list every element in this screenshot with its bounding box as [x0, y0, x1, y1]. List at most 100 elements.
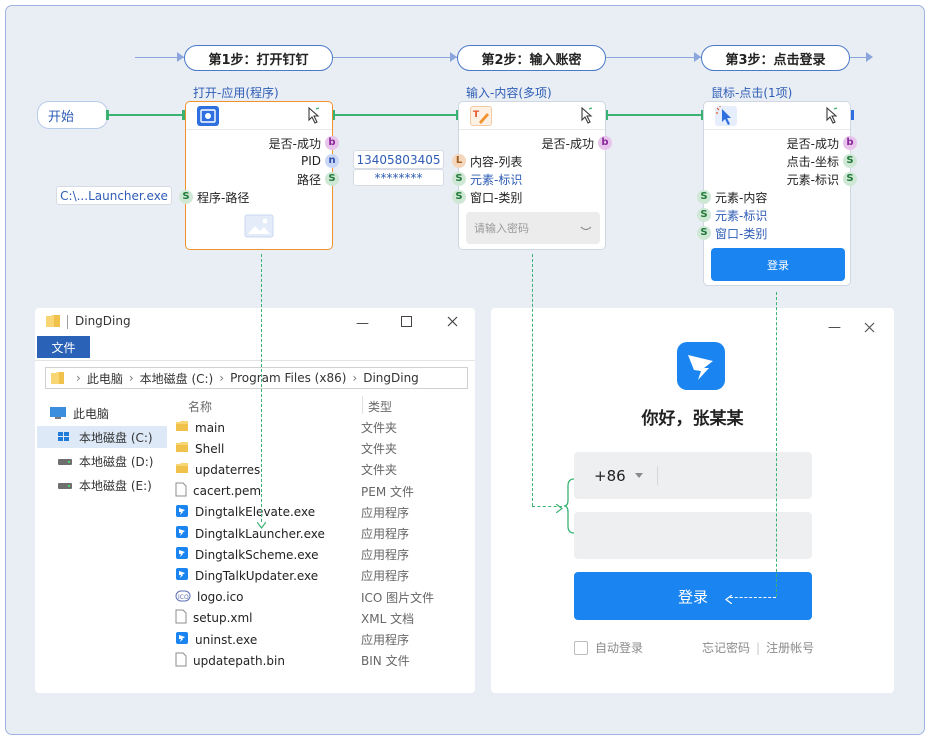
- guide-arrow-icon: [555, 502, 563, 516]
- country-code-select[interactable]: +86: [594, 452, 643, 499]
- file-name-cell: updatepath.bin: [175, 652, 361, 670]
- cursor-icon[interactable]: [824, 106, 840, 127]
- file-name: updatepath.bin: [193, 653, 285, 668]
- file-row[interactable]: updatepath.bin BIN 文件: [175, 650, 465, 671]
- file-name: cacert.pem: [193, 484, 262, 499]
- eye-closed-icon: [580, 222, 592, 235]
- column-header-name[interactable]: 名称: [188, 400, 213, 414]
- node-open-app-caption: 打开-应用(程序): [193, 86, 279, 100]
- password-value-tag[interactable]: ********: [353, 169, 444, 186]
- port-label: 点击-坐标: [786, 154, 839, 169]
- greeting-title: 你好，张某某: [641, 409, 744, 429]
- cursor-icon[interactable]: [579, 106, 595, 127]
- guide-line: [730, 597, 776, 598]
- connector-cap: [182, 110, 185, 120]
- tree-item-drive-d[interactable]: 本地磁盘 (D:): [37, 450, 167, 472]
- breadcrumb-item[interactable]: DingDing: [363, 371, 419, 385]
- image-placeholder-icon: [244, 214, 274, 241]
- launcher-path-tag[interactable]: C:\...Launcher.exe: [56, 186, 172, 205]
- file-menu-tab[interactable]: 文件: [37, 336, 90, 358]
- column-header-type[interactable]: 类型: [368, 400, 393, 414]
- file-row[interactable]: DingTalkUpdater.exe 应用程序: [175, 565, 465, 586]
- file-explorer-window[interactable]: DingDing — 文件 › 此电脑 › 本地磁盘 (C:) › Progra…: [35, 308, 475, 693]
- step-3-pill[interactable]: 第3步：点击登录: [701, 45, 850, 71]
- guide-line: [532, 506, 562, 507]
- file-type: 应用程序: [361, 505, 410, 520]
- breadcrumb-item[interactable]: Program Files (x86): [230, 371, 347, 385]
- file-type: 应用程序: [361, 569, 410, 584]
- file-name-cell: DingtalkElevate.exe: [175, 504, 361, 521]
- edit-text-icon: T: [470, 106, 492, 126]
- breadcrumb-item[interactable]: 本地磁盘 (C:): [139, 371, 214, 386]
- tree-item-drive-c[interactable]: 本地磁盘 (C:): [37, 426, 167, 448]
- svg-text:T: T: [473, 110, 480, 120]
- file-name-cell: updaterres: [175, 461, 361, 478]
- step-arrowhead: [694, 52, 701, 62]
- guide-arrow-icon: [725, 593, 733, 607]
- step-1-pill[interactable]: 第1步：打开钉钉: [184, 45, 333, 71]
- port-label: 是否-成功: [268, 136, 321, 151]
- auto-login-option[interactable]: 自动登录: [574, 639, 643, 656]
- badge-string: S: [452, 172, 466, 186]
- file-name: DingTalkUpdater.exe: [195, 568, 319, 583]
- svg-text:ICO: ICO: [178, 594, 189, 601]
- file-type: BIN 文件: [361, 654, 410, 669]
- folder-icon: [50, 370, 66, 386]
- file-name: updaterres: [195, 462, 261, 477]
- phone-value-tag[interactable]: 13405803405: [353, 150, 444, 169]
- tree-item-this-pc[interactable]: 此电脑: [37, 402, 167, 424]
- step-2-pill[interactable]: 第2步：输入账密: [457, 45, 606, 71]
- login-button[interactable]: 登录: [574, 572, 812, 620]
- auto-login-checkbox[interactable]: [574, 640, 588, 655]
- maximize-button[interactable]: [401, 316, 412, 331]
- close-button[interactable]: [864, 322, 875, 337]
- file-type: 文件夹: [361, 421, 398, 435]
- column-divider: [362, 396, 363, 414]
- port-label: 路径: [296, 172, 321, 187]
- minimize-button[interactable]: —: [356, 316, 369, 331]
- password-input[interactable]: [574, 512, 812, 559]
- minimize-button[interactable]: —: [828, 320, 841, 335]
- cursor-icon[interactable]: [306, 106, 322, 127]
- register-link[interactable]: 注册帐号: [766, 641, 815, 655]
- tree-item-drive-e[interactable]: 本地磁盘 (E:): [37, 474, 167, 496]
- breadcrumb-item[interactable]: 此电脑: [86, 371, 123, 386]
- close-button[interactable]: [447, 316, 458, 331]
- phone-input[interactable]: +86: [574, 452, 812, 499]
- start-node[interactable]: 开始: [37, 101, 108, 129]
- dingtalk-app-icon: [175, 525, 189, 542]
- file-name-cell: main: [175, 419, 361, 436]
- address-bar[interactable]: › 此电脑 › 本地磁盘 (C:) › Program Files (x86) …: [45, 367, 468, 389]
- forgot-password-link[interactable]: 忘记密码: [702, 641, 751, 655]
- dingtalk-login-window[interactable]: — 你好，张某某 +86 登录 自动登录 忘记密码 | 注册帐号: [491, 308, 894, 693]
- app-window-icon: [197, 106, 219, 126]
- start-label: 开始: [48, 109, 75, 125]
